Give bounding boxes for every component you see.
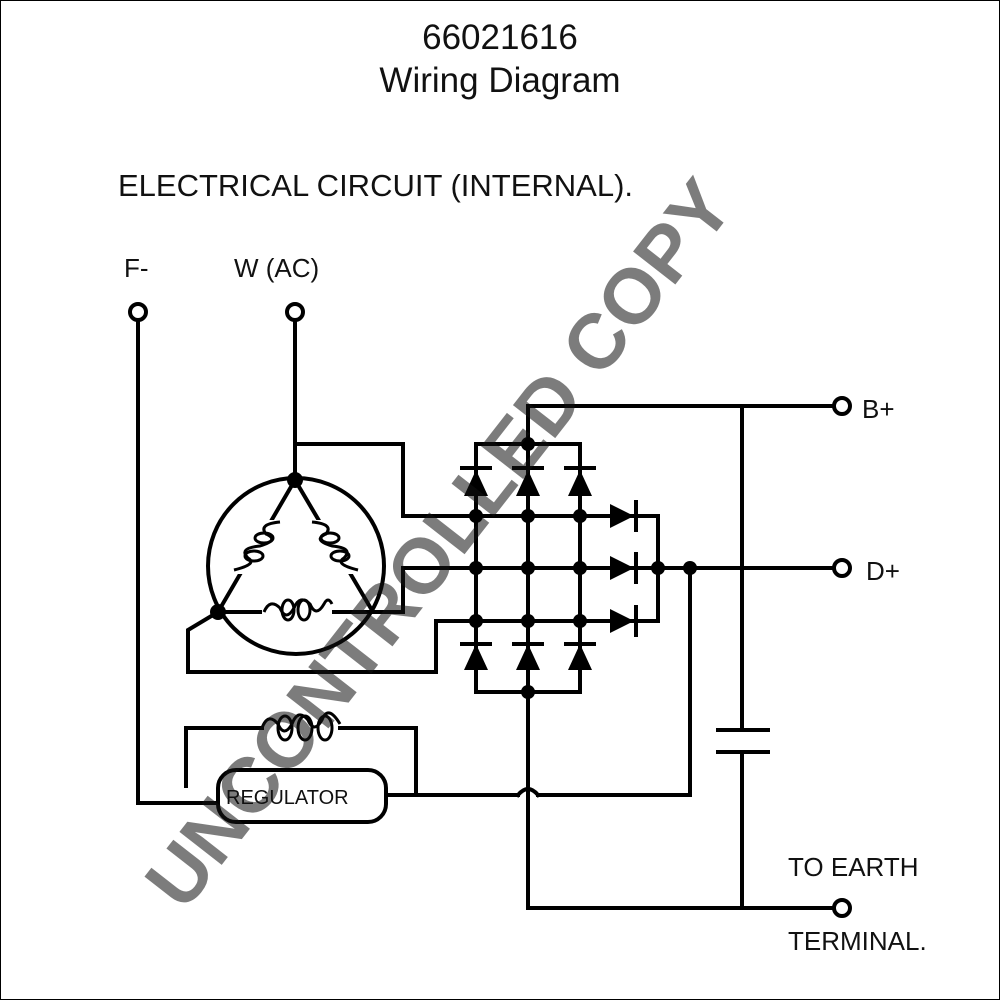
stator-coil-bottom	[262, 596, 334, 626]
diode-lower-2	[516, 644, 540, 670]
b-plus-label: B+	[862, 394, 895, 424]
diode-exciter-1	[610, 504, 634, 528]
wiring-diagram-subtitle: Wiring Diagram	[379, 61, 621, 100]
f-minus-wire	[136, 318, 220, 805]
terminal-b-plus[interactable]	[832, 396, 852, 416]
diode-upper-1	[464, 470, 488, 496]
terminal-earth[interactable]	[832, 898, 852, 918]
diode-upper-2	[516, 470, 540, 496]
w-ac-label: W (AC)	[234, 253, 319, 283]
regulator-label: REGULATOR	[226, 787, 349, 809]
field-winding	[184, 711, 418, 797]
circuit-heading: ELECTRICAL CIRCUIT (INTERNAL).	[118, 168, 633, 203]
terminal-label: TERMINAL.	[788, 926, 927, 956]
phase-wire-2	[371, 566, 692, 614]
d-plus-label: D+	[866, 556, 900, 586]
diode-exciter-3	[610, 609, 634, 633]
to-earth-label: TO EARTH	[788, 852, 919, 882]
terminal-w-ac[interactable]	[285, 302, 305, 322]
diode-lower-3	[568, 644, 592, 670]
stator-coil-right	[310, 520, 359, 574]
diode-upper-3	[568, 470, 592, 496]
terminal-d-plus[interactable]	[832, 558, 852, 578]
diode-exciter-2	[610, 556, 634, 580]
diode-lower-1	[464, 644, 488, 670]
f-minus-label: F-	[124, 253, 149, 283]
regulator-d-plus-wire	[384, 566, 692, 798]
terminal-f-minus[interactable]	[128, 302, 148, 322]
stator-coil-left	[233, 520, 282, 574]
part-number-title: 66021616	[422, 18, 578, 57]
rectifier-bridge	[460, 404, 840, 910]
